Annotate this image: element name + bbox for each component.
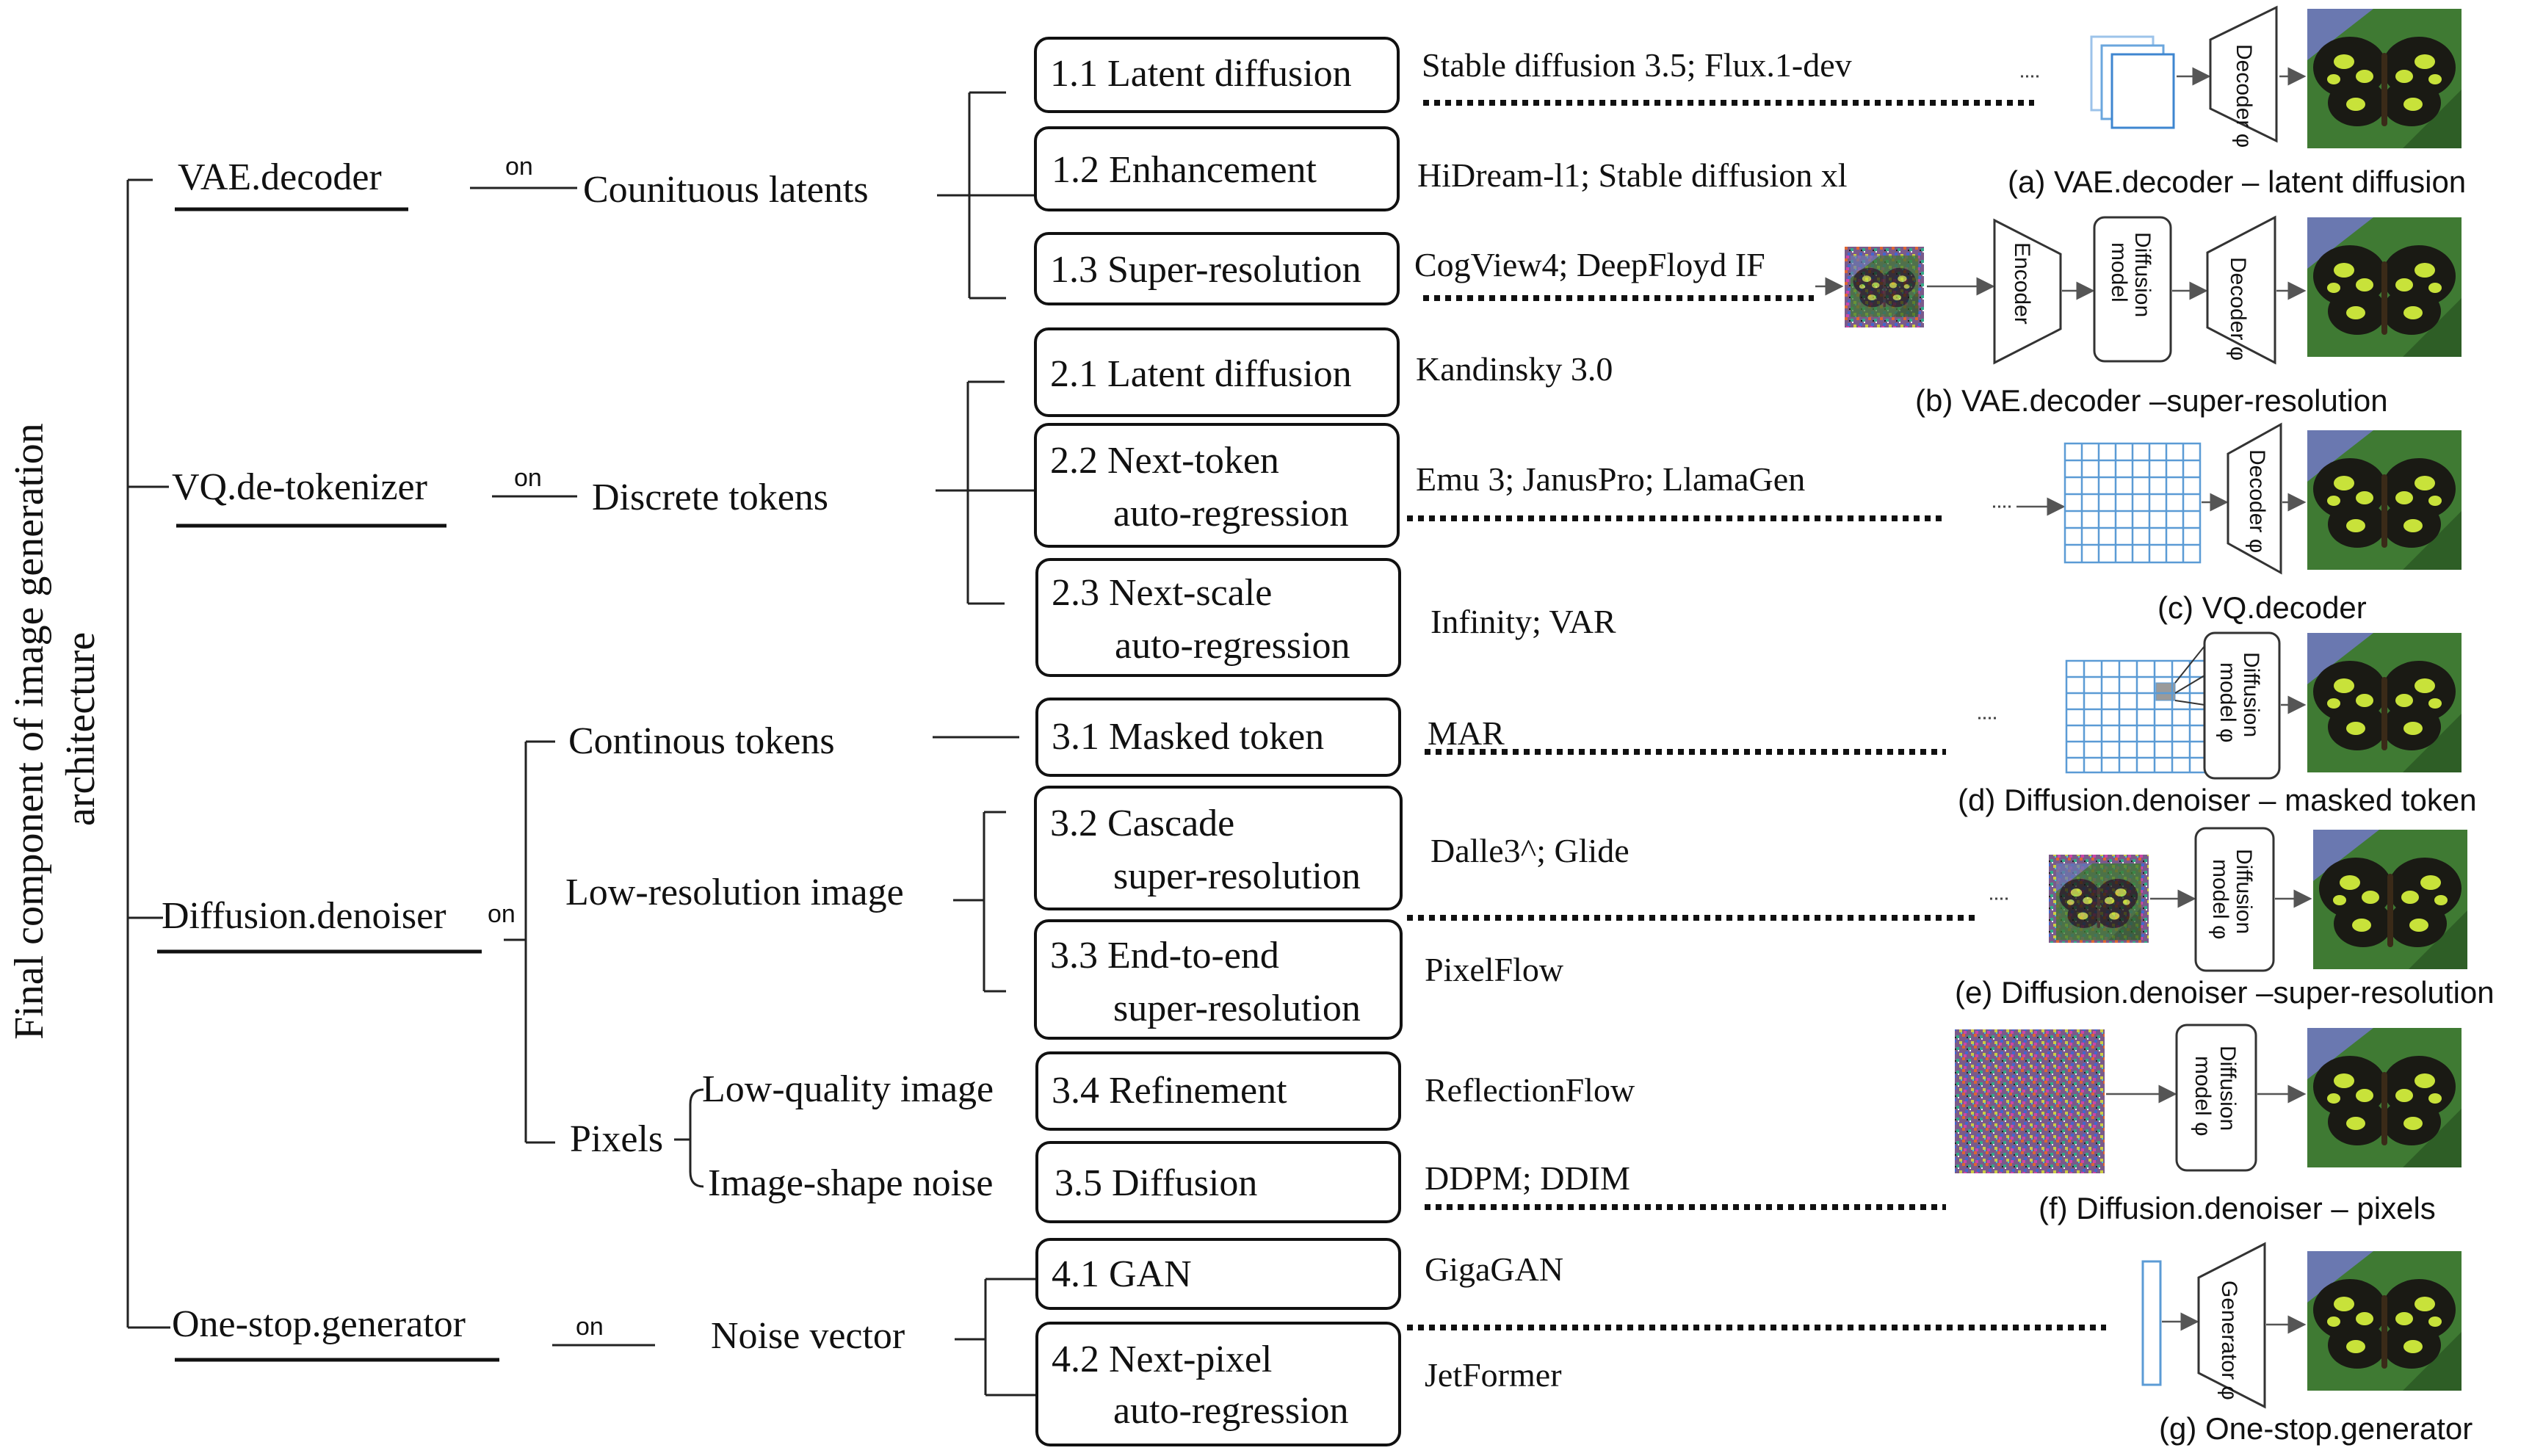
category-one-stop-generator: One-stop.generator (172, 1303, 466, 1345)
models-2-2: Emu 3; JanusPro; LlamaGen (1416, 460, 1805, 498)
svg-text:model: model (2107, 242, 2131, 303)
models-1-1: Stable diffusion 3.5; Flux.1-dev (1422, 46, 1852, 84)
svg-text:(g) One-stop.generator: (g) One-stop.generator (2159, 1411, 2473, 1446)
category-vq-detokenizer: VQ.de-tokenizer (172, 466, 427, 508)
diagram-title-line1: Final component of image generation (7, 423, 52, 1040)
panel-c-vq-decoder: Decoder φ (c) VQ.decoder (1993, 422, 2462, 625)
svg-text:3.5 Diffusion: 3.5 Diffusion (1055, 1162, 1257, 1204)
method-box-1-1: 1.1 Latent diffusion (1034, 37, 1400, 113)
svg-text:Decoder φ: Decoder φ (2226, 257, 2250, 361)
on-label-4: on (576, 1313, 604, 1341)
input-continuous-latents: Counituous latents (583, 169, 869, 211)
models-3-1: MAR (1428, 714, 1505, 752)
input-pixels: Pixels (570, 1118, 663, 1160)
svg-text:Diffusion: Diffusion (2216, 1046, 2240, 1131)
method-box-4-1: 4.1 GAN (1035, 1238, 1401, 1310)
token-grid-c (2063, 442, 2202, 564)
models-1-2: HiDream-l1; Stable diffusion xl (1417, 156, 1848, 194)
panel-f-diffusion-pixels: Diffusion model φ (f) Diffusion.denoiser… (1955, 1024, 2462, 1225)
method-box-3-2: 3.2 Cascade super-resolution (1034, 786, 1403, 910)
on-label-3: on (488, 900, 516, 928)
models-2-1: Kandinsky 3.0 (1416, 350, 1613, 388)
svg-text:super-resolution: super-resolution (1113, 855, 1361, 897)
svg-text:(e) Diffusion.denoiser –super-: (e) Diffusion.denoiser –super-resolution (1955, 975, 2495, 1010)
svg-text:(f) Diffusion.denoiser – pixel: (f) Diffusion.denoiser – pixels (2039, 1191, 2436, 1225)
input-low-quality-image: Low-quality image (702, 1068, 994, 1110)
input-continuous-tokens: Continous tokens (568, 720, 835, 762)
svg-text:(c) VQ.decoder: (c) VQ.decoder (2157, 590, 2367, 625)
svg-text:Decoder φ: Decoder φ (2245, 449, 2269, 553)
panel-d-masked-token: Diffusion model φ (d) Diffusion.denoiser… (1958, 631, 2477, 817)
models-4-1: GigaGAN (1425, 1250, 1563, 1288)
method-box-3-5: 3.5 Diffusion (1035, 1141, 1401, 1223)
svg-text:model φ: model φ (2216, 662, 2240, 743)
svg-text:3.2 Cascade: 3.2 Cascade (1050, 803, 1234, 844)
diagram-title-line2: architecture (58, 632, 104, 826)
svg-text:4.2 Next-pixel: 4.2 Next-pixel (1052, 1339, 1272, 1380)
svg-text:4.1 GAN: 4.1 GAN (1052, 1253, 1192, 1295)
models-3-4: ReflectionFlow (1425, 1071, 1635, 1109)
panel-a-latent-diffusion: Decoder φ (a) VAE.decoder – latent diffu… (2008, 5, 2466, 199)
method-box-1-3: 1.3 Super-resolution (1034, 232, 1400, 305)
svg-text:auto-regression: auto-regression (1113, 493, 1349, 535)
svg-text:super-resolution: super-resolution (1113, 988, 1361, 1029)
svg-text:Diffusion: Diffusion (2232, 849, 2256, 934)
input-discrete-tokens: Discrete tokens (592, 477, 828, 518)
on-label-1: on (505, 153, 533, 181)
token-grid-d (2065, 659, 2212, 774)
svg-text:1.2 Enhancement: 1.2 Enhancement (1052, 149, 1317, 191)
models-4-2: JetFormer (1425, 1356, 1562, 1394)
svg-text:Encoder: Encoder (2010, 242, 2034, 325)
method-box-3-1: 3.1 Masked token (1035, 698, 1401, 777)
panel-e-diffusion-super-resolution: Diffusion model φ (e) Diffusion.denoiser… (1955, 827, 2495, 1010)
on-label-2: on (514, 464, 542, 492)
svg-text:2.2 Next-token: 2.2 Next-token (1050, 440, 1279, 482)
method-box-4-2: 4.2 Next-pixel auto-regression (1035, 1322, 1401, 1446)
input-image-shape-noise: Image-shape noise (708, 1162, 993, 1204)
method-box-1-2: 1.2 Enhancement (1034, 126, 1400, 211)
svg-text:3.3 End-to-end: 3.3 End-to-end (1050, 935, 1279, 977)
panel-g-one-stop-generator: Generator φ (g) One-stop.generator (2141, 1242, 2473, 1446)
svg-text:Diffusion: Diffusion (2239, 652, 2263, 737)
svg-text:3.1 Masked token: 3.1 Masked token (1052, 716, 1324, 758)
svg-text:(a) VAE.decoder – latent dif: (a) VAE.decoder – latent diffusion (2008, 164, 2466, 199)
svg-text:Generator φ: Generator φ (2217, 1281, 2241, 1400)
svg-text:1.1 Latent diffusion: 1.1 Latent diffusion (1050, 53, 1352, 95)
method-box-2-3: 2.3 Next-scale auto-regression (1035, 558, 1401, 677)
svg-text:1.3 Super-resolution: 1.3 Super-resolution (1050, 249, 1361, 291)
svg-text:3.4 Refinement: 3.4 Refinement (1052, 1070, 1287, 1112)
svg-text:Decoder φ: Decoder φ (2232, 44, 2256, 148)
models-2-3: Infinity; VAR (1430, 603, 1616, 640)
category-diffusion-denoiser: Diffusion.denoiser (162, 895, 446, 937)
models-3-5: DDPM; DDIM (1425, 1159, 1630, 1197)
svg-text:2.1 Latent diffusion: 2.1 Latent diffusion (1050, 353, 1352, 395)
svg-text:2.3 Next-scale: 2.3 Next-scale (1052, 572, 1272, 614)
svg-text:Diffusion: Diffusion (2130, 232, 2155, 317)
svg-text:model φ: model φ (2191, 1056, 2215, 1137)
method-box-2-2: 2.2 Next-token auto-regression (1034, 423, 1400, 548)
method-box-3-3: 3.3 End-to-end super-resolution (1034, 919, 1403, 1040)
models-3-2: Dalle3^; Glide (1430, 832, 1629, 869)
models-3-3: PixelFlow (1425, 951, 1564, 988)
method-box-3-4: 3.4 Refinement (1035, 1051, 1401, 1131)
input-low-resolution-image: Low-resolution image (565, 872, 904, 913)
svg-text:(b) VAE.decoder –super-resol: (b) VAE.decoder –super-resolution (1915, 383, 2388, 418)
input-noise-vector: Noise vector (711, 1315, 905, 1357)
panel-b-super-resolution: Encoder Diffusion model Decoder φ (b) VA… (1815, 215, 2462, 418)
svg-text:(d) Diffusion.denoiser – mas: (d) Diffusion.denoiser – masked token (1958, 783, 2477, 817)
svg-text:auto-regression: auto-regression (1115, 625, 1350, 667)
svg-text:model φ: model φ (2208, 859, 2232, 940)
models-1-3: CogView4; DeepFloyd IF (1414, 246, 1765, 283)
svg-text:auto-regression: auto-regression (1113, 1390, 1349, 1432)
method-box-2-1: 2.1 Latent diffusion (1034, 327, 1400, 417)
category-vae-decoder: VAE.decoder (178, 156, 382, 198)
